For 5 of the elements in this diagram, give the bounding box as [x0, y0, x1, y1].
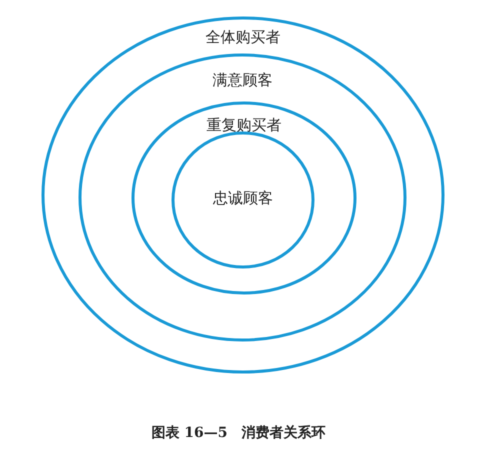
ring-label: 满意顾客: [212, 71, 272, 90]
ring-label: 重复购买者: [206, 116, 282, 135]
ring-label: 忠诚顾客: [213, 189, 273, 208]
figure-caption: 图表 16—5 消费者关系环: [151, 425, 326, 441]
ring-label: 全体购买者: [206, 28, 280, 47]
